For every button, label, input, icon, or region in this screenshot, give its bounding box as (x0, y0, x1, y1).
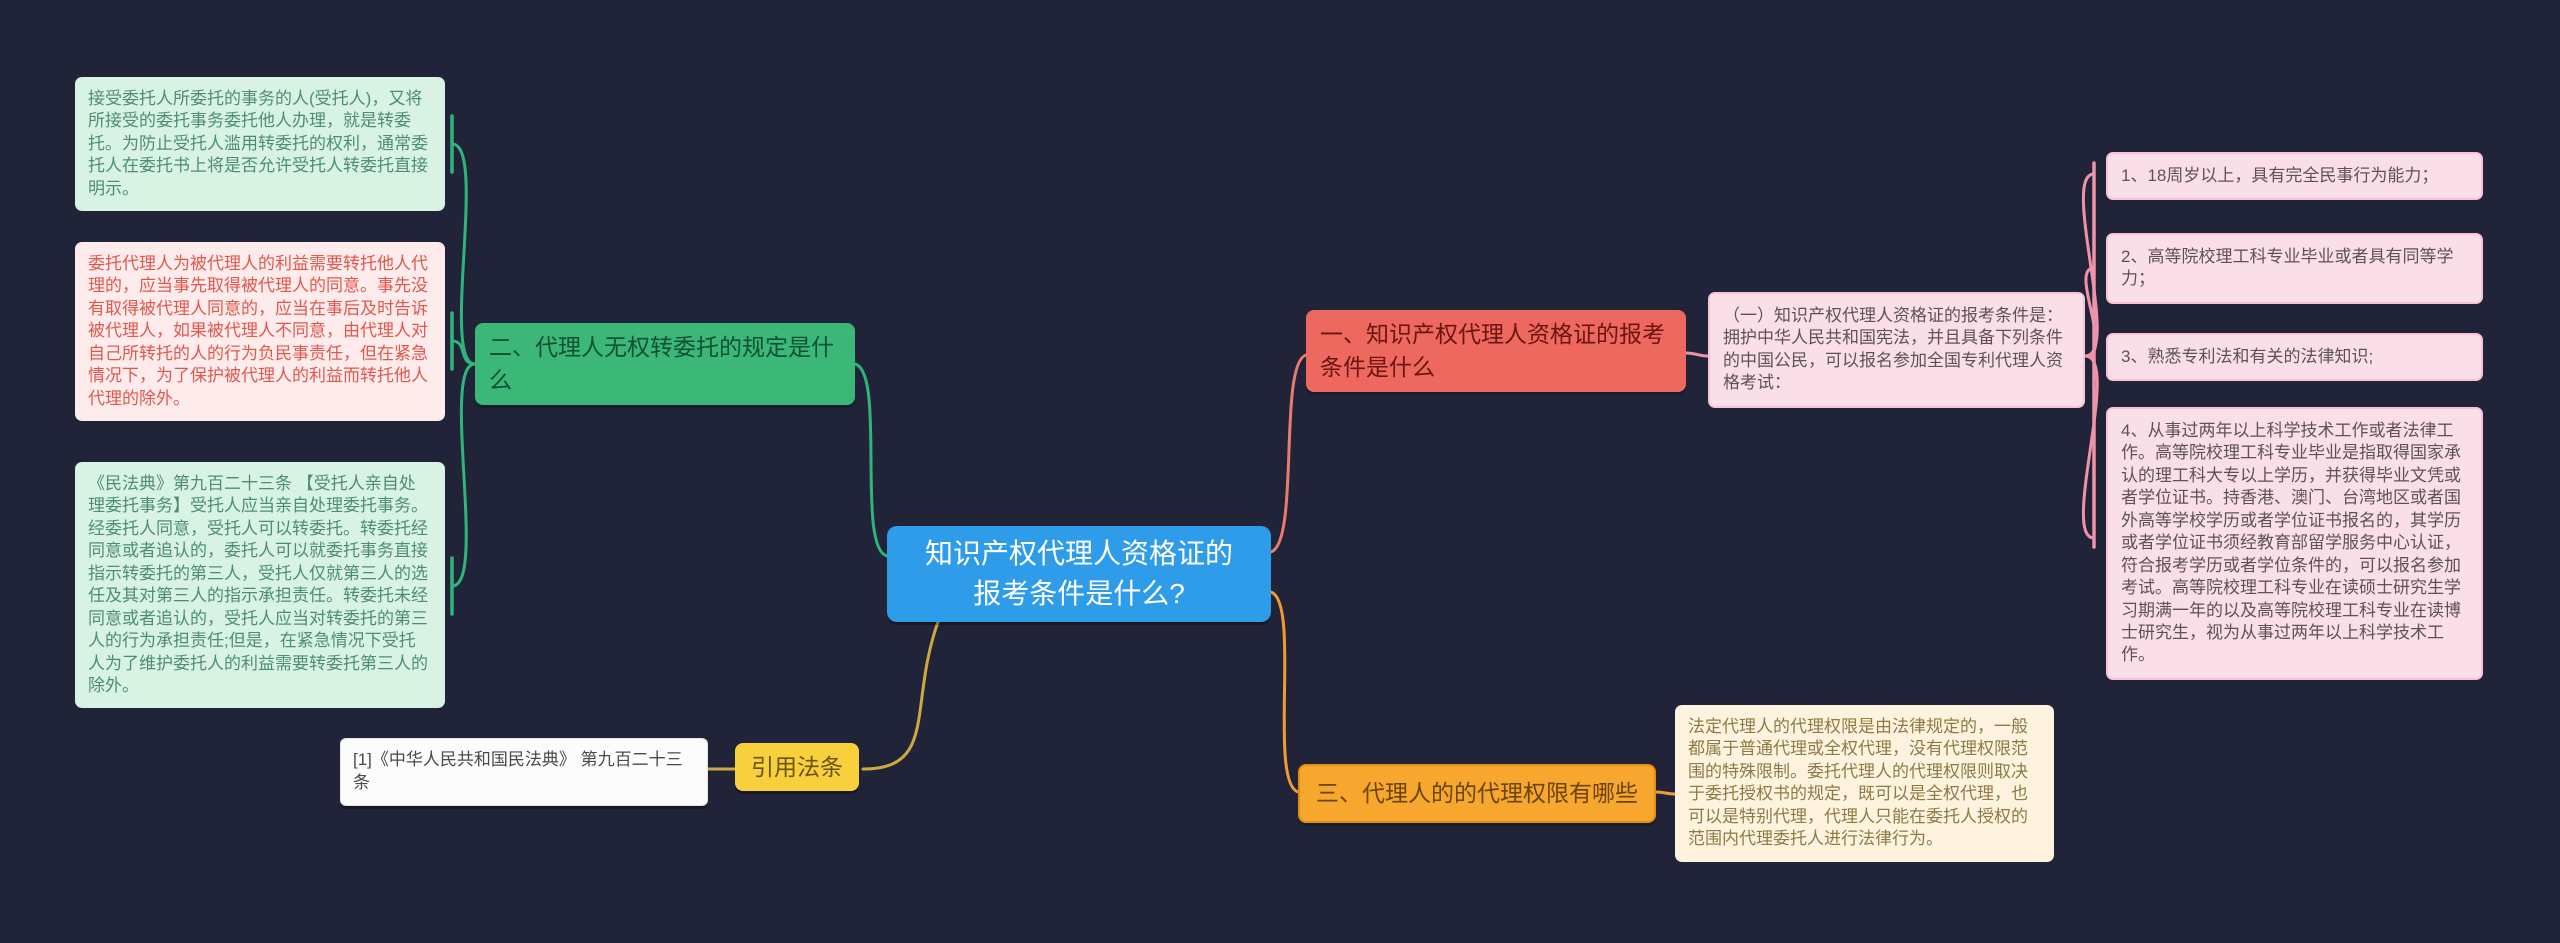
topic-authority-node[interactable]: 三、代理人的的代理权限有哪些 (1298, 764, 1656, 823)
qualification-branch-lines (1684, 161, 2099, 549)
requirement-item-2[interactable]: 2、高等院校理工科专业毕业或者具有同等学力； (2106, 233, 2483, 304)
citation-tag[interactable]: 引用法条 (735, 743, 859, 791)
note-subdelegation-definition[interactable]: 接受委托人所委托的事务的人(受托人)，又将所接受的委托事务委托他人办理，就是转委… (75, 77, 445, 212)
requirement-item-3[interactable]: 3、熟悉专利法和有关的法律知识; (2106, 333, 2483, 382)
citation-box[interactable]: [1]《中华人民共和国民法典》 第九百二十三条 (340, 738, 708, 806)
topic-qualification-node[interactable]: 一、知识产权代理人资格证的报考条件是什么 (1306, 310, 1686, 392)
note-civil-code-article-923[interactable]: 《民法典》第九百二十三条 【受托人亲自处理委托事务】受托人应当亲自处理委托事务。… (75, 462, 445, 709)
topic-delegation-node[interactable]: 二、代理人无权转委托的规定是什么 (475, 323, 855, 405)
qualification-intro-box[interactable]: （一）知识产权代理人资格证的报考条件是：拥护中华人民共和国宪法，并且具备下列条件… (1708, 292, 2085, 408)
requirement-item-1[interactable]: 1、18周岁以上，具有完全民事行为能力； (2106, 152, 2483, 201)
center-topic-node[interactable]: 知识产权代理人资格证的报考条件是什么? (887, 526, 1271, 622)
delegation-branch-lines (450, 114, 889, 616)
authority-note-box[interactable]: 法定代理人的代理权限是由法律规定的，一般都属于普通代理或全权代理，没有代理权限范… (1675, 705, 2054, 862)
authority-branch-lines (1269, 590, 1677, 796)
citation-branch-lines (707, 620, 940, 771)
qualification-link-line (1269, 353, 1308, 554)
note-subdelegation-consent[interactable]: 委托代理人为被代理人的利益需要转托他人代理的，应当事先取得被代理人的同意。事先没… (75, 242, 445, 422)
requirement-item-4[interactable]: 4、从事过两年以上科学技术工作或者法律工作。高等院校理工科专业毕业是指取得国家承… (2106, 407, 2483, 680)
